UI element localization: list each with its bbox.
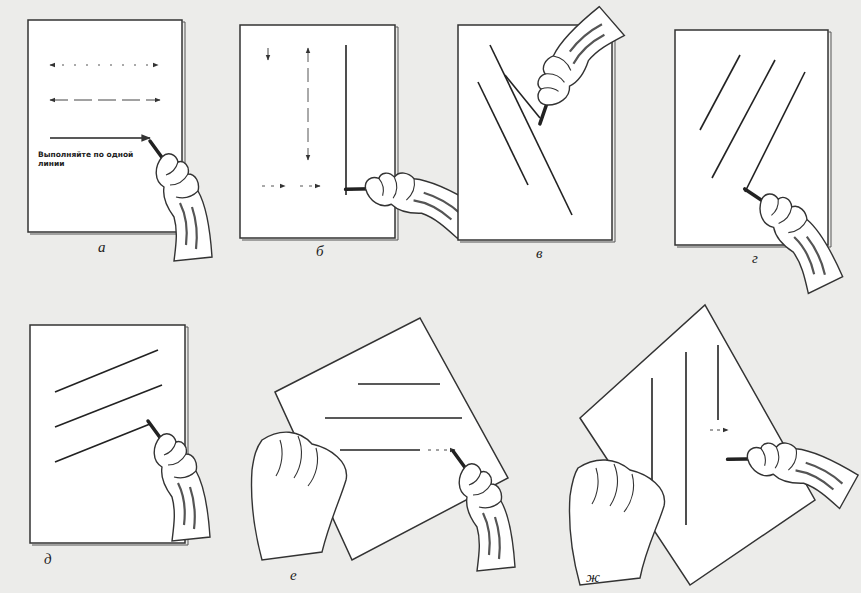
panel-letter: в: [536, 246, 543, 261]
note-text: Выполняйте по одной линии: [38, 150, 134, 168]
panel-letter: ж: [586, 570, 600, 585]
panel-letter: д: [44, 552, 52, 567]
sheet-panel: [30, 325, 210, 545]
panel-letter: а: [98, 240, 106, 255]
panel-letter: г: [752, 251, 758, 266]
panel-letter: е: [290, 568, 297, 583]
sheet-panel: [240, 25, 479, 258]
sheet-panel: [675, 30, 844, 302]
sheet-panel: [251, 318, 515, 571]
sheet-panel: [569, 305, 861, 585]
sheet-panel: [28, 20, 212, 261]
sheet-panel: [458, 4, 638, 242]
panel-letter: б: [316, 244, 324, 259]
